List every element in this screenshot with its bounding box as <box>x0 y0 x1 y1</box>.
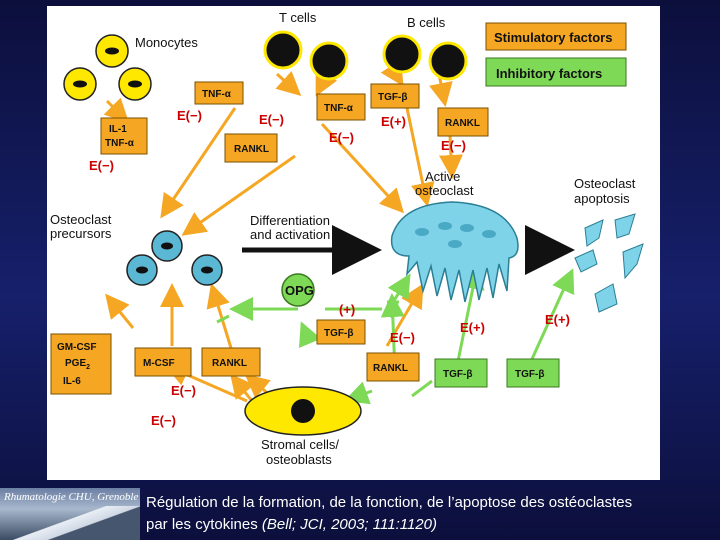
factor-pge: PGE2 <box>65 358 90 371</box>
factor-box <box>437 107 489 137</box>
apoptosis-label-1: Osteoclast <box>574 176 636 191</box>
diagram-panel: Monocytes T cells B cells Stimulatory fa… <box>47 6 660 480</box>
factor-box <box>316 93 366 121</box>
differentiation-label-1: Differentiation <box>250 213 330 228</box>
factor-box <box>316 319 366 345</box>
inhibitory-arrows <box>229 265 575 405</box>
caption-line-1: Régulation de la formation, de la foncti… <box>146 494 633 511</box>
active-osteoclast-label-2: osteoclast <box>415 183 474 198</box>
factor-pge-subscript: 2 <box>86 364 90 371</box>
apoptotic-fragment <box>584 219 604 247</box>
effect-label: E(+) <box>545 312 570 327</box>
factor-tgf-mid: TGF-β <box>324 328 353 339</box>
apoptotic-fragment <box>614 213 636 239</box>
factor-tgf-b: TGF-β <box>378 92 407 103</box>
factor-box <box>134 347 192 377</box>
inhibitory-factor-box <box>434 358 488 388</box>
factor-tnf-t: TNF-α <box>324 103 354 114</box>
t-cell <box>309 41 349 81</box>
effect-label: E(−) <box>177 108 202 123</box>
b-cells-label: B cells <box>407 15 446 30</box>
factor-il6: IL-6 <box>63 376 81 387</box>
legend-stimulatory-label: Stimulatory factors <box>494 30 612 45</box>
t-cell <box>263 30 303 70</box>
factor-box <box>224 133 278 163</box>
effect-label: E(−) <box>89 158 114 173</box>
apoptotic-fragments <box>574 213 644 313</box>
effect-label: E(−) <box>259 112 284 127</box>
caption: Régulation de la formation, de la foncti… <box>146 492 716 536</box>
apoptotic-fragment <box>594 283 618 313</box>
caption-line-2-text: par les cytokines <box>146 516 258 533</box>
factor-pge-text: PGE <box>65 358 86 369</box>
factor-rankl-b: RANKL <box>445 118 480 129</box>
effect-label: E(+) <box>381 114 406 129</box>
active-osteoclast-cell <box>390 201 519 303</box>
inhibitory-factor-box <box>506 358 560 388</box>
effect-label: E(−) <box>390 330 415 345</box>
effect-label: E(−) <box>171 383 196 398</box>
factor-tgf-s2: TGF-β <box>515 369 544 380</box>
stromal-label-2: osteoblasts <box>266 452 332 467</box>
effect-label: E(+) <box>460 320 485 335</box>
legend-inhibitory-label: Inhibitory factors <box>496 66 602 81</box>
monocytes-label: Monocytes <box>135 35 198 50</box>
logo-mountains <box>0 506 140 540</box>
precursors-label-2: precursors <box>50 226 112 241</box>
factor-opg: OPG <box>285 283 314 298</box>
factor-tgf-s1: TGF-β <box>443 369 472 380</box>
caption-line-2: par les cytokines (Bell; JCI, 2003; 111:… <box>146 514 716 536</box>
apoptosis-label-2: apoptosis <box>574 191 630 206</box>
apoptotic-fragment <box>622 243 644 280</box>
factor-rankl-s2: RANKL <box>373 363 408 374</box>
stromal-label-1: Stromal cells/ <box>261 437 339 452</box>
monocytes-group <box>63 34 152 101</box>
effect-label: E(−) <box>329 130 354 145</box>
effect-label: (+) <box>339 302 355 317</box>
inhibitor-bars <box>216 300 399 324</box>
legend-stimulatory-box <box>485 22 627 51</box>
factor-box <box>201 347 261 377</box>
t-cells-label: T cells <box>279 10 317 25</box>
factor-box <box>50 333 112 395</box>
precursors-label-1: Osteoclast <box>50 212 112 227</box>
precursors-group <box>126 230 223 286</box>
factor-box <box>194 81 244 105</box>
factor-box <box>370 83 420 109</box>
b-cell <box>428 41 468 81</box>
stromal-nucleus <box>291 399 315 423</box>
logo-text: Rhumatologie CHU, Grenoble <box>4 491 139 503</box>
apoptotic-fragment <box>574 249 598 273</box>
differentiation-label-2: and activation <box>250 227 330 242</box>
factor-box <box>366 352 420 382</box>
factor-tnf-mono: TNF-α <box>202 89 232 100</box>
effect-label: E(−) <box>441 138 466 153</box>
opg-circle <box>281 273 315 307</box>
logo: Rhumatologie CHU, Grenoble <box>0 488 140 540</box>
citation: (Bell; JCI, 2003; 111:1120) <box>261 516 437 533</box>
active-osteoclast-label-1: Active <box>425 169 460 184</box>
factor-gm-csf: GM-CSF <box>57 342 96 353</box>
factor-box <box>100 117 148 155</box>
cytokine-diagram: Monocytes T cells B cells Stimulatory fa… <box>50 10 644 467</box>
factor-rankl-t: RANKL <box>234 144 269 155</box>
legend-inhibitory-box <box>485 57 627 87</box>
factor-rankl-s1: RANKL <box>212 358 247 369</box>
factor-m-csf: M-CSF <box>143 358 175 369</box>
factor-tnf-il1: TNF-α <box>105 138 135 149</box>
t-cells-group <box>263 30 349 81</box>
effect-label: E(−) <box>151 413 176 428</box>
factor-il1: IL-1 <box>109 124 127 135</box>
b-cells-group <box>382 34 468 81</box>
b-cell <box>382 34 422 74</box>
